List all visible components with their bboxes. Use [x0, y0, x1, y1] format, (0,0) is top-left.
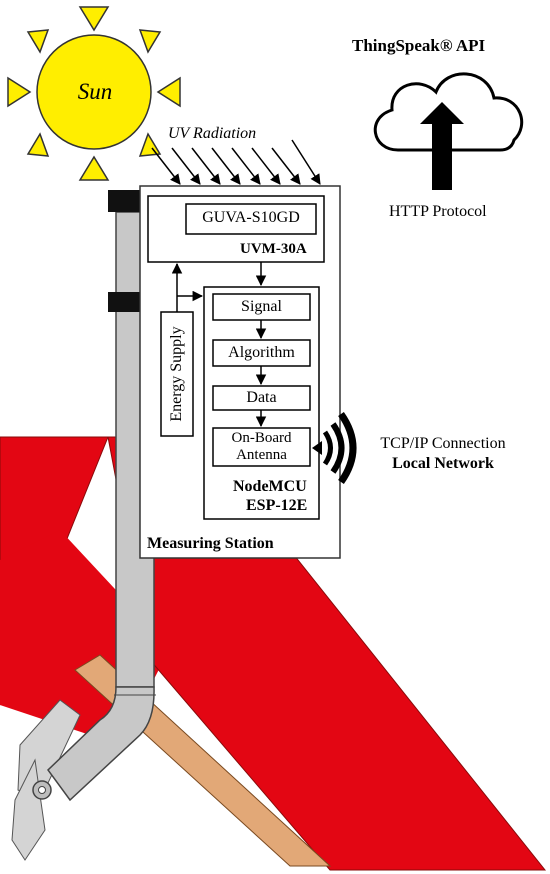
- algorithm-label: Algorithm: [228, 344, 295, 361]
- flow-connectors: [171, 262, 267, 428]
- antenna-box: [212, 427, 311, 467]
- wireless-signal-icon: [312, 411, 357, 485]
- sun-label: Sun: [77, 79, 113, 104]
- uv-radiation-label: UV Radiation: [168, 125, 257, 142]
- nodemcu-label-line2: ESP-12E: [246, 497, 308, 514]
- energy-supply-label: Energy Supply: [168, 326, 185, 422]
- thingspeak-api-label: ThingSpeak® API: [352, 36, 486, 55]
- cloud-icon: [373, 72, 524, 190]
- antenna-label-line1: On-Board: [231, 430, 292, 446]
- guva-chip-box: [185, 203, 317, 235]
- measuring-station-label: Measuring Station: [147, 535, 274, 552]
- antenna-label-line2: Antenna: [236, 447, 287, 463]
- uvm-30a-label: UVM-30A: [240, 241, 307, 257]
- upload-arrow-icon: [420, 102, 464, 190]
- data-label: Data: [246, 389, 277, 406]
- algorithm-box: [212, 339, 311, 367]
- signal-label: Signal: [241, 298, 282, 315]
- tcp-ip-label: TCP/IP Connection: [380, 435, 506, 452]
- uv-radiation-arrows: [151, 139, 321, 185]
- nodemcu-label-line1: NodeMCU: [233, 478, 307, 495]
- guva-s10gd-label: GUVA-S10GD: [202, 209, 300, 226]
- mounting-bracket: [11, 699, 81, 861]
- http-protocol-label: HTTP Protocol: [389, 203, 487, 220]
- local-network-label: Local Network: [392, 455, 494, 472]
- sun-icon: [7, 6, 181, 181]
- signal-box: [212, 293, 311, 321]
- data-box: [212, 385, 311, 411]
